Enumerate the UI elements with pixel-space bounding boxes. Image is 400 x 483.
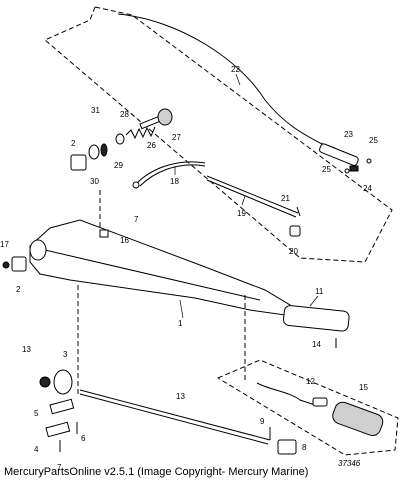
- label-29: 29: [114, 161, 123, 170]
- pivot-bushing-2[interactable]: [11, 256, 27, 272]
- label-6: 6: [81, 434, 86, 443]
- shift-rod-13[interactable]: [79, 389, 271, 441]
- label-2b: 2: [16, 285, 21, 294]
- bushing-30[interactable]: [70, 154, 87, 171]
- knob-27[interactable]: [157, 108, 173, 126]
- spacer-29[interactable]: [100, 143, 108, 157]
- label-9: 9: [260, 417, 265, 426]
- tiller-arm[interactable]: [29, 219, 291, 316]
- tiller-pivot[interactable]: [29, 239, 47, 261]
- cable-washer-right[interactable]: [366, 158, 372, 164]
- label-31: 31: [91, 106, 100, 115]
- label-15: 15: [359, 383, 368, 392]
- bracket-16[interactable]: [99, 229, 109, 238]
- label-2a: 2: [71, 139, 76, 148]
- label-20: 20: [289, 247, 298, 256]
- connector-12[interactable]: [312, 397, 328, 407]
- label-27: 27: [172, 133, 181, 142]
- rod-19-b[interactable]: [206, 179, 297, 218]
- label-17: 17: [0, 240, 9, 249]
- label-4: 4: [34, 445, 39, 454]
- label-5: 5: [34, 409, 39, 418]
- shift-rod-13-b[interactable]: [79, 393, 269, 445]
- label-24: 24: [363, 184, 372, 193]
- image-copyright-caption: MercuryPartsOnline v2.5.1 (Image Copyrig…: [4, 466, 309, 478]
- bracket-8[interactable]: [277, 439, 297, 455]
- twist-grip[interactable]: [283, 305, 350, 332]
- leader-19: [241, 195, 246, 206]
- cam-3[interactable]: [53, 369, 73, 395]
- cable-washer-left[interactable]: [344, 168, 350, 174]
- label-8: 8: [302, 443, 307, 452]
- label-11: 11: [315, 287, 324, 296]
- plate-5[interactable]: [49, 398, 75, 415]
- label-13a: 13: [22, 345, 31, 354]
- label-28: 28: [120, 110, 129, 119]
- flex-cable-end[interactable]: [132, 181, 140, 189]
- label-7a: 7: [134, 215, 139, 224]
- leader-1: [179, 299, 184, 319]
- screw-21[interactable]: [296, 206, 301, 217]
- drawing-number: 37346: [338, 459, 361, 468]
- cable-assembly-enclosure: [44, 6, 393, 263]
- wiring-enclosure: [216, 359, 399, 456]
- wiring-harness[interactable]: [256, 382, 316, 406]
- throttle-cable[interactable]: [117, 13, 321, 144]
- label-14: 14: [312, 340, 321, 349]
- label-16: 16: [120, 236, 129, 245]
- label-13b: 13: [176, 392, 185, 401]
- label-23: 23: [344, 130, 353, 139]
- label-12: 12: [306, 377, 315, 386]
- leader-11: [309, 295, 319, 307]
- tiller-arm-ridge: [44, 249, 261, 301]
- label-21: 21: [281, 194, 290, 203]
- cable-clip[interactable]: [349, 165, 359, 172]
- label-25b: 25: [322, 165, 331, 174]
- pivot-bolt-17[interactable]: [2, 261, 10, 269]
- cable-end-fitting[interactable]: [319, 143, 359, 166]
- label-22: 22: [231, 65, 240, 74]
- cam-gear-13[interactable]: [39, 376, 51, 388]
- rod-end-20[interactable]: [289, 225, 301, 237]
- label-19: 19: [237, 209, 246, 218]
- washer-31[interactable]: [88, 144, 100, 160]
- label-18: 18: [170, 177, 179, 186]
- washer-28[interactable]: [115, 133, 125, 145]
- grip-sleeve-15[interactable]: [330, 400, 385, 438]
- leader-22: [235, 73, 241, 86]
- rod-19[interactable]: [206, 175, 299, 214]
- label-30: 30: [90, 177, 99, 186]
- label-3: 3: [63, 350, 68, 359]
- flex-cable-18[interactable]: [136, 161, 206, 184]
- label-7b: 7: [57, 463, 62, 472]
- label-1: 1: [178, 319, 183, 328]
- flex-cable-18-b[interactable]: [139, 164, 206, 187]
- spring-26[interactable]: [125, 126, 156, 140]
- label-25a: 25: [369, 136, 378, 145]
- label-26: 26: [147, 141, 156, 150]
- plate-4[interactable]: [45, 421, 71, 438]
